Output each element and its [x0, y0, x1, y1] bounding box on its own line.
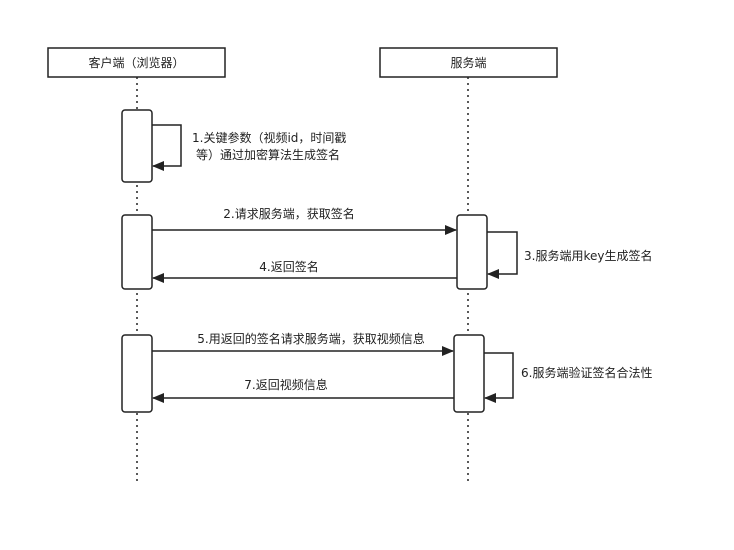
activation-client-1	[121, 109, 153, 183]
activation-server-1	[456, 214, 488, 290]
participant-server-label: 服务端	[450, 55, 486, 70]
participant-server: 服务端	[379, 47, 558, 78]
message-6-self-arrow	[484, 352, 514, 403]
activation-server-2	[453, 334, 485, 413]
message-5-label: 5.用返回的签名请求服务端，获取视频信息	[197, 331, 424, 346]
participant-client-label: 客户端（浏览器）	[88, 55, 184, 70]
message-1-self-arrow	[152, 124, 182, 171]
message-1-label-line2: 等）通过加密算法生成签名	[196, 147, 340, 162]
message-3-self-arrow	[487, 231, 518, 279]
message-7-label: 7.返回视频信息	[244, 377, 327, 392]
participant-client: 客户端（浏览器）	[47, 47, 226, 78]
activation-client-3	[121, 334, 153, 413]
message-6-label: 6.服务端验证签名合法性	[521, 365, 652, 380]
message-2-label: 2.请求服务端，获取签名	[223, 206, 354, 221]
message-4-label: 4.返回签名	[259, 259, 318, 274]
activation-client-2	[121, 214, 153, 290]
message-1-label-line1: 1.关键参数（视频id，时间戳	[192, 130, 346, 145]
message-3-label: 3.服务端用key生成签名	[524, 248, 652, 263]
